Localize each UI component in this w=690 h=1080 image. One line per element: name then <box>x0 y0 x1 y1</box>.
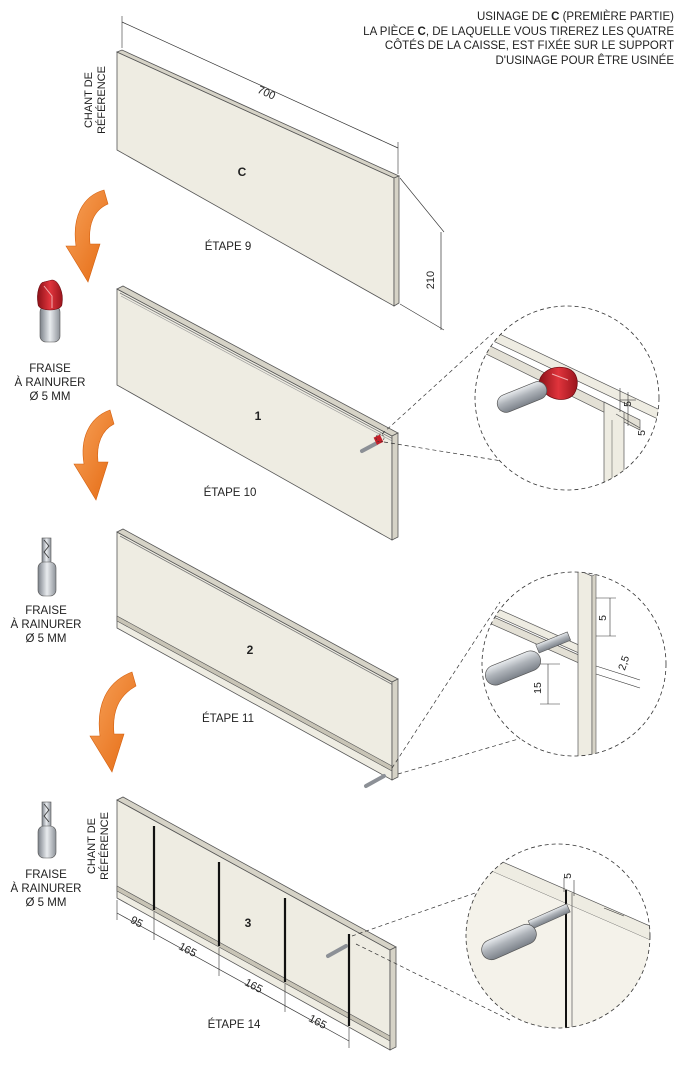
header-line-1: USINAGE DE C (PREMIÈRE PARTIE) <box>476 11 674 23</box>
panel-2-bit <box>364 774 386 788</box>
straight-bit-3 <box>37 801 57 859</box>
straight-bit-3-cutter <box>41 801 52 829</box>
detail-2-leader-bottom <box>397 737 523 775</box>
straight-bit-3-shank <box>37 825 57 859</box>
tool-1-line-1: FRAISE <box>29 363 71 375</box>
detail-2-dim-a: 5 <box>597 615 609 621</box>
detail-3-leader-bottom <box>355 943 511 1021</box>
straight-bit-2 <box>37 537 57 597</box>
arrow-step-10-to-11 <box>73 409 115 501</box>
tool-2-line-1: FRAISE <box>25 605 67 617</box>
tool-3-line-1: FRAISE <box>25 869 67 881</box>
detail-2-leader-top <box>391 601 501 769</box>
panel-1-bit-red <box>373 434 384 445</box>
step-14-label: ÉTAPE 14 <box>208 1018 261 1031</box>
dim-700-line <box>121 21 399 149</box>
panel-1: 1 ÉTAPE 10 <box>116 285 399 541</box>
tool-3-line-2: À RAINURER <box>11 882 82 895</box>
detail-2-dim-b: 2,5 <box>616 654 632 672</box>
dim-700-label: 700 <box>255 84 277 103</box>
reference-edge-line-2: RÉFÉRENCE <box>95 66 108 134</box>
header-line-4: D'USINAGE POUR ÊTRE USINÉE <box>495 54 674 67</box>
header-line-3: CÔTÉS DE LA CAISSE, EST FIXÉE SUR LE SUP… <box>384 40 674 52</box>
panel-2: 2 ÉTAPE 11 <box>116 528 399 788</box>
step-10-label: ÉTAPE 10 <box>204 486 257 499</box>
panel-c-side <box>393 175 400 307</box>
panel-3-label: 3 <box>245 916 252 930</box>
header-line-2: LA PIÈCE C, DE LAQUELLE VOUS TIREREZ LES… <box>363 25 674 38</box>
panel-3: 3 95 165 165 165 ÉTAPE 14 <box>116 796 397 1051</box>
panel-3-spacing-2: 165 <box>176 941 198 960</box>
panel-1-bit-shank <box>360 441 379 453</box>
straight-bit-2-cutter <box>41 537 52 565</box>
dim-210-ext-top <box>399 177 445 233</box>
detail-2-dim-c: 15 <box>532 682 544 694</box>
panel-c-face <box>116 51 395 307</box>
step-9-label: ÉTAPE 9 <box>205 240 251 253</box>
panel-1-groove <box>119 292 396 441</box>
header-notes: USINAGE DE C (PREMIÈRE PARTIE) LA PIÈCE … <box>344 10 674 68</box>
arrow-step-9-to-10 <box>65 189 109 283</box>
dim-210-label: 210 <box>425 271 437 289</box>
panel-c: C 700 210 ÉTAPE 9 <box>115 16 445 331</box>
router-bit-red <box>37 279 63 343</box>
panel-3-bit <box>326 944 348 958</box>
reference-edge-2-line-2: RÉFÉRENCE <box>98 812 111 880</box>
panel-1-side <box>391 432 399 541</box>
panel-2-side <box>391 678 399 781</box>
step-11-label: ÉTAPE 11 <box>202 712 254 725</box>
reference-edge-label-bottom: CHANT DE RÉFÉRENCE <box>86 812 111 880</box>
tool-2-line-2: À RAINURER <box>11 618 82 631</box>
detail-1-dim-a: 5 <box>622 401 634 407</box>
panel-3-spacing-3: 165 <box>242 977 264 996</box>
panel-c-label: C <box>238 165 247 179</box>
panel-3-dim-chain <box>116 912 350 1042</box>
tool-label-1: FRAISE À RAINURER Ø 5 MM <box>15 363 86 403</box>
panel-3-spacing-4: 165 <box>306 1013 328 1032</box>
reference-edge-label-top: CHANT DE RÉFÉRENCE <box>83 66 108 134</box>
router-bit-red-shank <box>39 305 61 343</box>
panel-1-detail-marker <box>375 433 385 443</box>
panel-3-side <box>389 946 397 1051</box>
tool-3-line-3: Ø 5 MM <box>26 897 67 909</box>
tool-label-2: FRAISE À RAINURER Ø 5 MM <box>11 605 82 645</box>
panel-2-label: 2 <box>247 643 254 657</box>
reference-edge-2-line-1: CHANT DE <box>86 818 98 874</box>
detail-3-dim-a: 5 <box>562 873 574 879</box>
detail-1-leader-top <box>381 331 495 435</box>
tool-1-line-3: Ø 5 MM <box>30 391 71 403</box>
dim-210-ext-bottom <box>399 303 445 331</box>
detail-1-dim-b: 5 <box>636 430 648 436</box>
detail-circle-3: 5 <box>351 843 651 1029</box>
panel-3-spacing-1: 95 <box>128 914 144 930</box>
tool-1-line-2: À RAINURER <box>15 376 86 389</box>
detail-circle-1: 5 5 <box>381 305 660 491</box>
tool-label-3: FRAISE À RAINURER Ø 5 MM <box>11 869 82 909</box>
detail-circle-2: 5 2,5 15 <box>391 571 667 775</box>
reference-edge-line-1: CHANT DE <box>83 72 95 128</box>
panel-1-label: 1 <box>255 409 262 423</box>
detail-3-leader-top <box>351 891 479 937</box>
straight-bit-2-shank <box>37 561 57 597</box>
tool-2-line-3: Ø 5 MM <box>26 633 67 645</box>
arrow-step-11-to-14 <box>89 671 137 773</box>
router-bit-red-cutter <box>37 279 63 311</box>
